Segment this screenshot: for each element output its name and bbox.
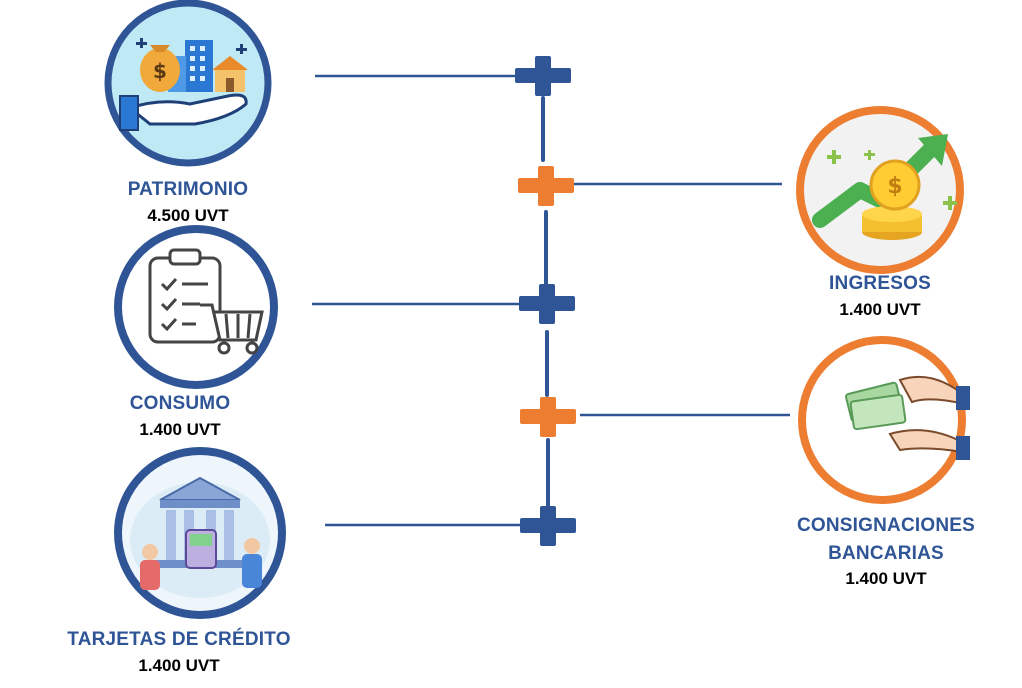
svg-text:$: $ xyxy=(153,59,167,83)
consignaciones-name-line2: BANCARIAS xyxy=(828,542,944,564)
bank-people-icon xyxy=(114,447,286,619)
consumo-value: 1.400 UVT xyxy=(139,419,221,439)
tarjetas-label: TARJETAS DE CRÉDITO 1.400 UVT xyxy=(14,626,344,678)
connector-lines xyxy=(312,74,790,527)
ingresos-name: INGRESOS xyxy=(829,273,931,294)
plus-icon-ingresos xyxy=(518,166,574,206)
consignaciones-name-line1: CONSIGNACIONES xyxy=(796,515,976,536)
patrimonio-name: PATRIMONIO xyxy=(127,179,249,200)
consignaciones-label: CONSIGNACIONES BANCARIAS 1.400 UVT xyxy=(755,512,1017,592)
ingresos-value: 1.400 UVT xyxy=(839,299,921,319)
coin-growth-icon: $ xyxy=(796,106,964,274)
patrimonio-label: PATRIMONIO 4.500 UVT xyxy=(68,176,308,228)
tarjetas-value: 1.400 UVT xyxy=(138,655,220,675)
consignaciones-value: 1.400 UVT xyxy=(845,569,927,589)
checklist-cart-icon xyxy=(114,225,278,389)
tarjetas-name: TARJETAS DE CRÉDITO xyxy=(67,629,291,650)
plus-icon-patrimonio xyxy=(515,56,571,96)
consumo-label: CONSUMO 1.400 UVT xyxy=(60,390,300,442)
consumo-name: CONSUMO xyxy=(129,393,231,414)
plus-icon-consignaciones xyxy=(520,397,576,437)
center-spine xyxy=(541,96,550,507)
plus-icon-tarjetas xyxy=(520,506,576,546)
money-building-hand-icon: $ xyxy=(104,0,272,167)
ingresos-label: INGRESOS 1.400 UVT xyxy=(770,270,990,322)
money-handshake-icon xyxy=(798,336,970,504)
svg-text:$: $ xyxy=(887,174,902,199)
plus-icon-consumo xyxy=(519,284,575,324)
patrimonio-value: 4.500 UVT xyxy=(147,205,229,225)
